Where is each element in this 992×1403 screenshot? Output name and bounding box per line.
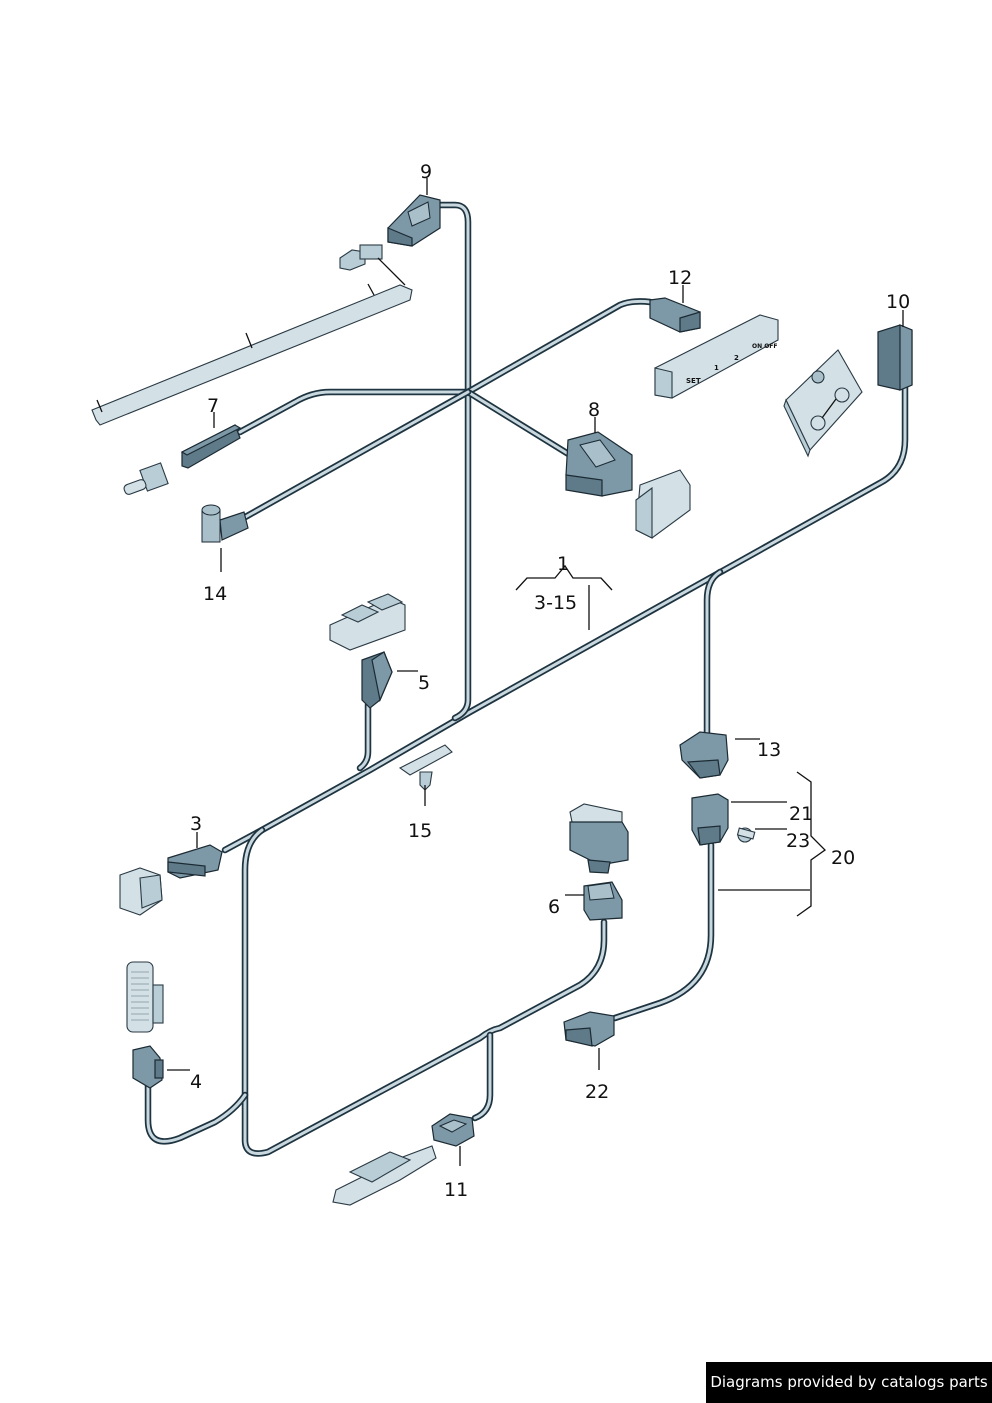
- connector-3[interactable]: [167, 844, 223, 879]
- connector-9[interactable]: [387, 194, 441, 247]
- callout-3-15: 3-15: [534, 592, 577, 614]
- switch-3: [119, 867, 163, 916]
- window-switch-panel: [329, 593, 406, 651]
- seat-switch-cap: [635, 469, 691, 539]
- connector-13[interactable]: [679, 731, 729, 779]
- callout-20: 20: [831, 847, 855, 869]
- callout-12: 12: [668, 267, 692, 289]
- callout-21: 21: [789, 803, 813, 825]
- connector-11[interactable]: [431, 1113, 475, 1147]
- memory-2-label: 2: [734, 354, 739, 362]
- connector-7[interactable]: [180, 424, 242, 469]
- callout-23: 23: [786, 830, 810, 852]
- connector-4[interactable]: [132, 1045, 164, 1089]
- callout-11: 11: [444, 1179, 468, 1201]
- diagram-credit-banner: Diagrams provided by catalogs parts: [706, 1362, 992, 1403]
- callout-10: 10: [886, 291, 910, 313]
- memory-switch-panel: SET 1 2 ON OFF: [654, 314, 779, 399]
- connector-22[interactable]: [563, 1011, 615, 1047]
- callout-7: 7: [207, 395, 219, 417]
- seat-adjust-control-block: [783, 349, 863, 458]
- bolt-23: [736, 827, 756, 843]
- bulb-holder: [123, 462, 169, 495]
- leader-lines: [167, 178, 904, 1166]
- memory-on-off-label: ON OFF: [752, 343, 778, 350]
- connector-14[interactable]: [201, 504, 249, 543]
- callout-1: 1: [557, 553, 569, 575]
- relay-6: [569, 803, 629, 874]
- callout-13: 13: [757, 739, 781, 761]
- wiring-harness: [144, 201, 909, 1157]
- connector-6[interactable]: [583, 881, 623, 921]
- callout-22: 22: [585, 1081, 609, 1103]
- connector-5[interactable]: [361, 651, 393, 709]
- connector-10[interactable]: [877, 324, 913, 391]
- callout-3: 3: [190, 813, 202, 835]
- memory-set-label: SET: [686, 377, 701, 385]
- callout-8: 8: [588, 399, 600, 421]
- footwell-lamp-11: [332, 1145, 437, 1206]
- vent-lamp-4: [126, 961, 164, 1033]
- memory-1-label: 1: [714, 364, 719, 372]
- connector-12[interactable]: [649, 297, 701, 333]
- callout-14: 14: [203, 583, 227, 605]
- callout-5: 5: [418, 672, 430, 694]
- connector-8[interactable]: [565, 431, 633, 497]
- callout-15: 15: [408, 820, 432, 842]
- seat-rail-sensor-strip: [91, 244, 413, 426]
- callout-9: 9: [420, 161, 432, 183]
- callout-6: 6: [548, 896, 560, 918]
- callout-4: 4: [190, 1071, 202, 1093]
- callout-labels: 9 12 10 7 8 14 1 3-15 5 15 3 4 6 13 21 2…: [190, 161, 910, 1201]
- connector-21[interactable]: [691, 793, 729, 846]
- harness-clip-15: [398, 744, 453, 791]
